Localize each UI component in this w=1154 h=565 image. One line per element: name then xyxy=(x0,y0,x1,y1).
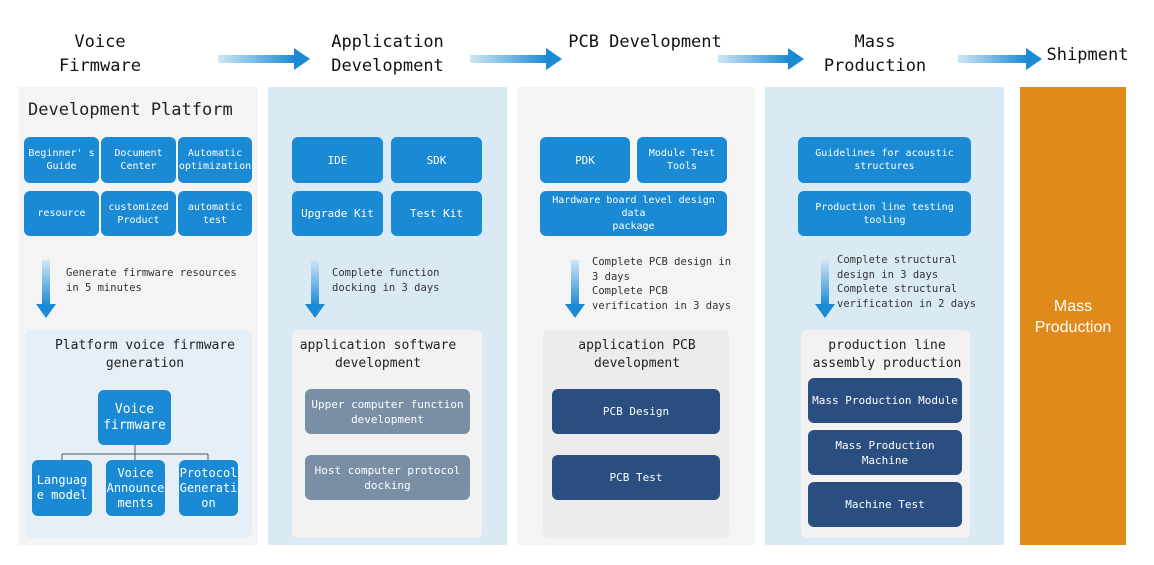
down-arrow-icon xyxy=(565,260,585,318)
document-center-button[interactable]: Document Center xyxy=(101,137,176,183)
structural-time-note: Complete structural design in 3 days Com… xyxy=(837,254,977,310)
pcb-test-button[interactable]: PCB Test xyxy=(552,455,720,500)
platform-voice-firmware-title: Platform voice firmware generation xyxy=(54,338,235,371)
down-arrow-icon xyxy=(36,260,56,318)
stage-title-application-development: Application Development xyxy=(331,32,444,76)
automatic-optimization-button[interactable]: Automatic optimization xyxy=(178,137,252,183)
right-arrow-icon xyxy=(218,48,310,70)
acoustic-guidelines-button[interactable]: Guidelines for acoustic structures xyxy=(798,137,971,183)
host-computer-protocol-button[interactable]: Host computer protocol docking xyxy=(305,455,470,500)
application-software-box xyxy=(292,330,482,538)
protocol-generation-node[interactable]: Protocol Generati on xyxy=(179,460,238,516)
production-line-tooling-button[interactable]: Production line testing tooling xyxy=(798,191,971,236)
customized-product-button[interactable]: customized Product xyxy=(101,191,176,236)
stage-title-voice-firmware: Voice Firmware xyxy=(59,32,141,76)
module-test-tools-button[interactable]: Module Test Tools xyxy=(637,137,727,183)
development-platform-heading: Development Platform xyxy=(28,100,233,120)
production-line-title: production line assembly production xyxy=(812,338,962,371)
machine-test-button[interactable]: Machine Test xyxy=(808,482,962,527)
upgrade-kit-button[interactable]: Upgrade Kit xyxy=(292,191,383,236)
resource-button[interactable]: resource xyxy=(24,191,99,236)
right-arrow-icon xyxy=(718,48,804,70)
stage-title-mass-production: Mass Production xyxy=(823,32,927,76)
application-pcb-title: application PCB development xyxy=(578,338,696,371)
right-arrow-icon xyxy=(958,48,1042,70)
beginners-guide-button[interactable]: Beginner' s Guide xyxy=(24,137,99,183)
right-arrow-icon xyxy=(470,48,562,70)
pcb-time-note: Complete PCB design in 3 days Complete P… xyxy=(592,256,732,312)
mass-production-module-button[interactable]: Mass Production Module xyxy=(808,378,962,423)
automatic-test-button[interactable]: automatic test xyxy=(178,191,252,236)
stage-title-shipment: Shipment xyxy=(1046,45,1129,65)
pdk-button[interactable]: PDK xyxy=(540,137,630,183)
mass-production-machine-button[interactable]: Mass Production Machine xyxy=(808,430,962,475)
ide-button[interactable]: IDE xyxy=(292,137,383,183)
mass-production-label: Mass Production xyxy=(1034,298,1112,336)
function-docking-note: Complete function docking in 3 days xyxy=(332,267,440,294)
application-pcb-box xyxy=(543,330,729,538)
down-arrow-icon xyxy=(815,260,835,318)
upper-computer-function-button[interactable]: Upper computer function development xyxy=(305,389,470,434)
sdk-button[interactable]: SDK xyxy=(391,137,482,183)
voice-firmware-node[interactable]: Voice firmware xyxy=(98,390,171,445)
stage-title-pcb-development: PCB Development xyxy=(568,32,722,52)
test-kit-button[interactable]: Test Kit xyxy=(391,191,482,236)
column-shipment xyxy=(1020,87,1126,545)
language-model-node[interactable]: Languag e model xyxy=(32,460,92,516)
application-software-title: application software development xyxy=(299,338,457,371)
voice-announcements-node[interactable]: Voice Announce ments xyxy=(106,460,165,516)
down-arrow-icon xyxy=(305,260,325,318)
pcb-design-button[interactable]: PCB Design xyxy=(552,389,720,434)
firmware-time-note: Generate firmware resources in 5 minutes xyxy=(66,267,237,294)
hardware-board-design-button[interactable]: Hardware board level design data package xyxy=(540,191,727,236)
